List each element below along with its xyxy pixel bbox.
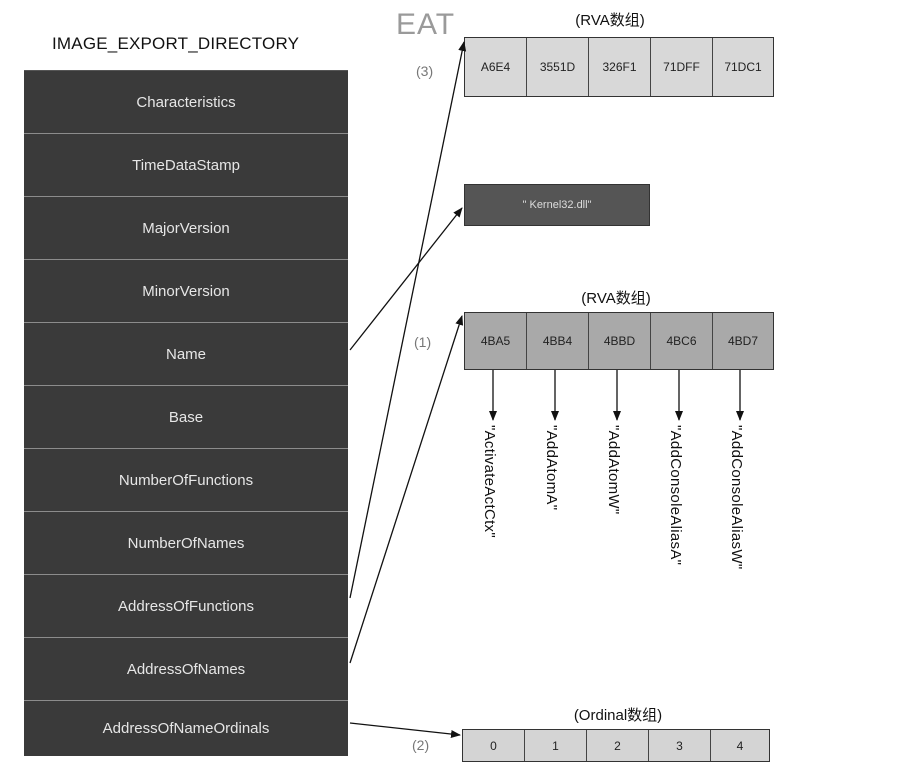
field-numberoffunctions: NumberOfFunctions [24,448,348,511]
dll-name-box: " Kernel32.dll" [464,184,650,226]
arrow-names-to-rva [349,315,464,664]
arrow-ordinals-to-array [349,722,461,739]
arrow-functions-to-eat [349,41,467,599]
ordinal-cell: 0 [463,730,525,761]
functions-array-caption: (RVA数组) [575,12,645,29]
function-name-string: "AddConsoleAliasW" [728,425,745,570]
ordinal-cell: 2 [587,730,649,761]
field-numberofnames: NumberOfNames [24,511,348,574]
directory-title: IMAGE_EXPORT_DIRECTORY [52,34,300,53]
names-rva-cell: 4BA5 [465,313,527,369]
functions-rva-cell: 71DC1 [713,38,773,96]
ordinal-cell: 4 [711,730,769,761]
names-rva-cell: 4BD7 [713,313,773,369]
functions-rva-cell: A6E4 [465,38,527,96]
field-minorversion: MinorVersion [24,259,348,322]
function-name-string: "AddAtomA" [543,425,560,511]
field-majorversion: MajorVersion [24,196,348,259]
names-rva-cell: 4BBD [589,313,651,369]
arrow-name-to-dll [349,207,463,351]
field-name: Name [24,322,348,385]
eat-title: EAT [396,8,456,41]
field-addressoffunctions: AddressOfFunctions [24,574,348,637]
names-array-caption: (RVA数组) [581,290,651,307]
field-addressofnames: AddressOfNames [24,637,348,700]
names-rva-cell: 4BC6 [651,313,713,369]
field-addressofnameordinals: AddressOfNameOrdinals [24,700,348,756]
names-rva-cell: 4BB4 [527,313,589,369]
functions-rva-array: A6E4 3551D 326F1 71DFF 71DC1 [464,37,774,97]
ordinal-cell: 1 [525,730,587,761]
function-name-string: "AddAtomW" [605,425,622,515]
functions-rva-cell: 71DFF [651,38,713,96]
field-base: Base [24,385,348,448]
functions-rva-cell: 326F1 [589,38,651,96]
field-timedatastamp: TimeDataStamp [24,133,348,196]
names-array-marker: (1) [414,334,432,350]
functions-array-marker: (3) [416,63,434,79]
ordinal-cell: 3 [649,730,711,761]
ordinals-array-marker: (2) [412,737,430,753]
names-rva-array: 4BA5 4BB4 4BBD 4BC6 4BD7 [464,312,774,370]
function-name-string: "ActivateActCtx" [481,425,498,538]
ordinals-array-caption: (Ordinal数组) [573,707,663,724]
field-characteristics: Characteristics [24,70,348,133]
function-name-string: "AddConsoleAliasA" [667,425,684,566]
export-directory-structure: Characteristics TimeDataStamp MajorVersi… [24,70,348,756]
ordinals-array: 0 1 2 3 4 [462,729,770,762]
functions-rva-cell: 3551D [527,38,589,96]
